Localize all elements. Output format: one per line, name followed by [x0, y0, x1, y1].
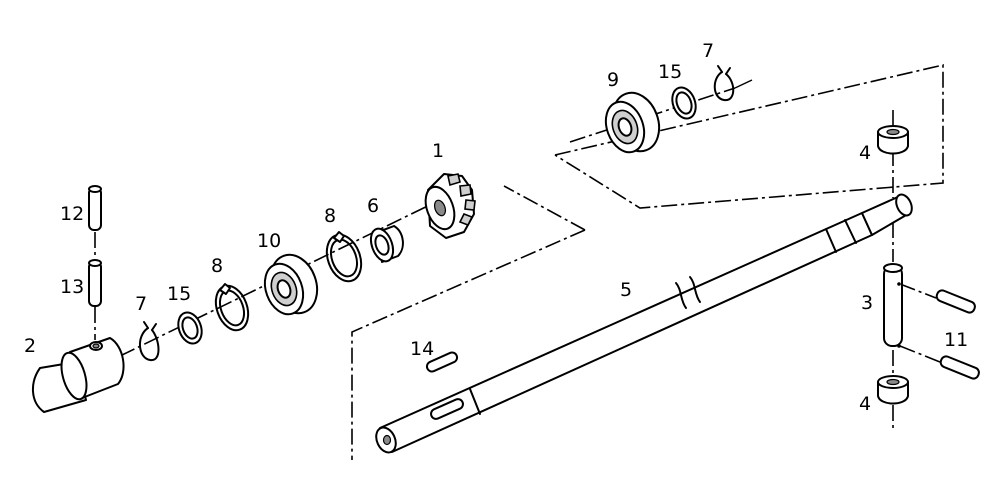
callout-13: 13 — [60, 276, 84, 298]
part-10-bearing — [263, 253, 319, 316]
callout-10: 10 — [257, 230, 281, 252]
part-7-circlip-left — [139, 321, 160, 362]
part-14-key — [425, 351, 459, 373]
callout-14: 14 — [410, 338, 434, 360]
callout-11: 11 — [944, 329, 968, 351]
part-7-circlip-top — [713, 65, 735, 102]
part-8-ring-left — [214, 283, 250, 332]
callout-2: 2 — [24, 335, 36, 357]
part-3-pin — [883, 263, 903, 348]
part-15-washer-top — [671, 86, 697, 120]
part-4-bushing-bottom — [877, 375, 909, 405]
part-5-shaft — [375, 193, 913, 454]
callout-4-top: 4 — [859, 142, 871, 164]
callout-8-left: 8 — [211, 255, 223, 277]
part-8-ring-mid — [325, 231, 363, 283]
part-15-washer-left — [177, 311, 203, 345]
part-11-pin-lower — [939, 355, 980, 380]
callout-1: 1 — [432, 140, 444, 162]
callout-9: 9 — [607, 69, 619, 91]
callout-12: 12 — [60, 203, 84, 225]
part-1-bevel-gear — [424, 173, 476, 239]
part-2-hub — [32, 337, 125, 413]
assembly-outline-upper — [554, 63, 944, 209]
part-4-bushing-top — [877, 125, 909, 155]
part-6-sleeve — [369, 225, 404, 263]
callout-6: 6 — [367, 195, 379, 217]
callout-4-bottom: 4 — [859, 393, 871, 415]
callout-5: 5 — [620, 279, 632, 301]
part-9-bearing — [604, 91, 661, 154]
part-13-pin — [88, 259, 102, 307]
callout-7-top: 7 — [702, 40, 714, 62]
callout-3: 3 — [861, 292, 873, 314]
callout-8-mid: 8 — [324, 205, 336, 227]
callout-7-left: 7 — [135, 293, 147, 315]
part-11-pin-upper — [935, 289, 976, 314]
callout-15-top: 15 — [658, 61, 682, 83]
part-12-pin — [88, 185, 102, 231]
assembly-outline-lower — [351, 185, 586, 460]
callout-15-left: 15 — [167, 283, 191, 305]
